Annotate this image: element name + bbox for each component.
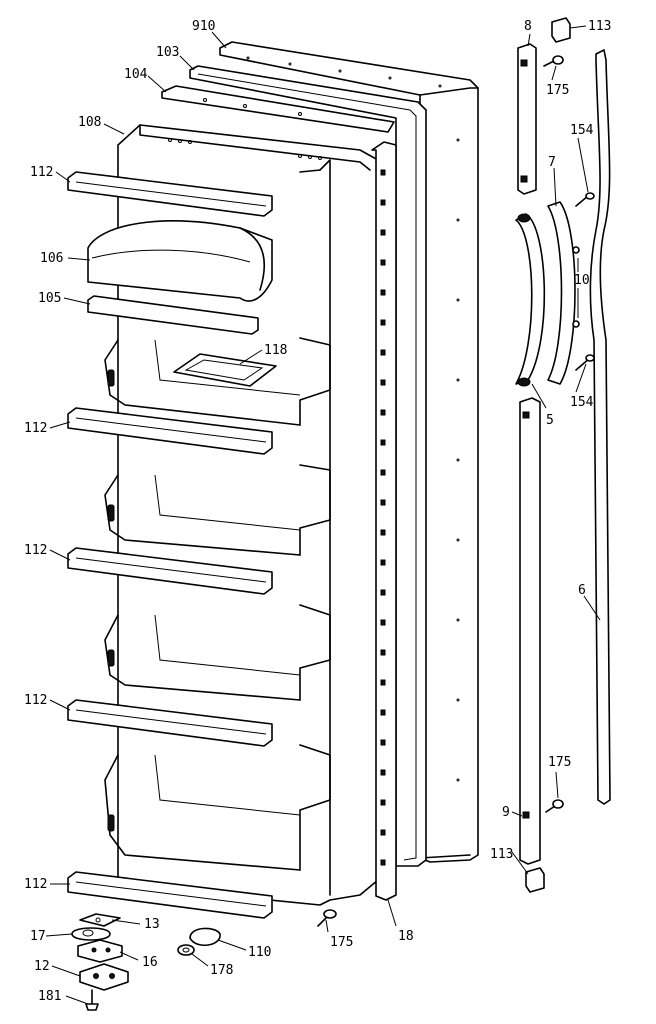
handle-screw-bottom xyxy=(545,799,564,813)
callout-7: 7 xyxy=(548,155,556,170)
callout-105: 105 xyxy=(38,291,61,306)
hinge-bushing xyxy=(71,927,111,941)
callout-154-b: 154 xyxy=(570,395,594,410)
callout-108: 108 xyxy=(78,115,101,130)
handle-screw-top xyxy=(543,55,564,67)
shelf-rail-2 xyxy=(67,407,273,455)
bottom-hinge-plate xyxy=(79,913,121,927)
callout-13: 13 xyxy=(144,917,160,932)
callout-104: 104 xyxy=(124,67,148,82)
callout-labels: 910 103 104 108 112 106 105 118 112 112 … xyxy=(24,19,611,1004)
handle-top-cap xyxy=(517,43,537,195)
callout-16: 16 xyxy=(142,955,158,970)
door-trim-strip xyxy=(589,49,611,805)
callout-8: 8 xyxy=(524,19,532,34)
hinge-strip xyxy=(371,141,397,901)
hinge-screw xyxy=(85,989,99,1011)
trim-screw-upper xyxy=(575,192,595,207)
callout-5: 5 xyxy=(546,413,554,428)
callout-181: 181 xyxy=(38,989,61,1004)
dairy-compartment-cover xyxy=(87,220,273,302)
callout-10: 10 xyxy=(574,273,590,288)
callout-175-c: 175 xyxy=(548,755,571,770)
handle-grip xyxy=(515,213,546,387)
liner-top-strip xyxy=(161,85,395,133)
callout-118: 118 xyxy=(264,343,287,358)
stop-washer xyxy=(177,944,195,956)
callout-9: 9 xyxy=(502,805,510,820)
callout-18: 18 xyxy=(398,929,414,944)
callout-113-b: 113 xyxy=(490,847,513,862)
trim-clip-pins xyxy=(572,246,580,328)
callout-112-b: 112 xyxy=(24,421,47,436)
callout-175-b: 175 xyxy=(546,83,569,98)
cover-support-rail xyxy=(87,295,259,335)
hinge-pin-block xyxy=(77,939,123,963)
callout-910: 910 xyxy=(192,19,215,34)
callout-154-a: 154 xyxy=(570,123,594,138)
butter-tray xyxy=(173,353,277,387)
liner-screw xyxy=(317,909,337,927)
callout-112-a: 112 xyxy=(30,165,53,180)
callout-6: 6 xyxy=(578,583,586,598)
callout-175-a: 175 xyxy=(330,935,353,950)
callout-12: 12 xyxy=(34,959,50,974)
callout-112-d: 112 xyxy=(24,693,47,708)
shelf-rail-3 xyxy=(67,547,273,595)
callout-17: 17 xyxy=(30,929,46,944)
callout-112-c: 112 xyxy=(24,543,47,558)
leader-lines xyxy=(45,25,601,1005)
callout-106: 106 xyxy=(40,251,63,266)
callout-112-e: 112 xyxy=(24,877,47,892)
callout-110: 110 xyxy=(248,945,271,960)
handle-end-cap-bottom xyxy=(525,867,545,893)
door-gasket xyxy=(189,65,427,867)
callout-113-a: 113 xyxy=(588,19,611,34)
callout-103: 103 xyxy=(156,45,179,60)
shelf-rail-5 xyxy=(67,871,273,919)
shelf-rail-1 xyxy=(67,171,273,217)
handle-trim xyxy=(547,201,576,385)
handle-lower-bar xyxy=(519,397,541,865)
door-stop xyxy=(189,927,221,946)
callout-178: 178 xyxy=(210,963,233,978)
handle-end-cap-top xyxy=(551,17,571,43)
shelf-rail-4 xyxy=(67,699,273,747)
hinge-bracket xyxy=(79,963,129,991)
